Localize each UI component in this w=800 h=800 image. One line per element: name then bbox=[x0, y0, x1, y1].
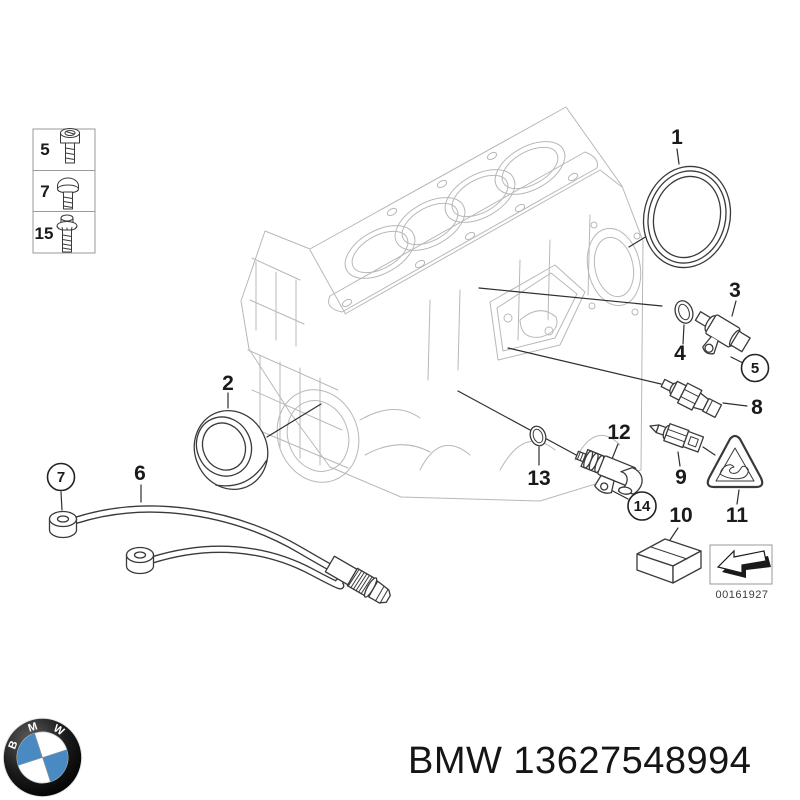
callout-circle-14: 14 bbox=[627, 491, 657, 521]
solenoid-valve-part bbox=[574, 449, 643, 495]
sealing-ring-part bbox=[193, 409, 269, 491]
socket-head-bolt-icon bbox=[60, 128, 80, 164]
sealing-compound-part bbox=[636, 538, 702, 584]
hardware-box-label-15: 15 bbox=[35, 224, 54, 243]
ring-terminal-icon bbox=[125, 546, 155, 575]
logo-letter-b: B bbox=[6, 739, 20, 751]
callout-circle-7: 7 bbox=[46, 462, 76, 492]
o-ring-part bbox=[674, 300, 694, 324]
svg-text:7: 7 bbox=[57, 469, 65, 486]
image-number-stamp: 00161927 bbox=[709, 544, 773, 601]
round-head-screw-icon bbox=[57, 177, 79, 210]
ground-cable-part bbox=[48, 505, 391, 604]
image-number: 00161927 bbox=[716, 589, 769, 601]
cable-end-connector-icon bbox=[324, 555, 391, 604]
crankshaft-seal-part bbox=[642, 165, 732, 269]
ring-terminal-icon bbox=[48, 510, 78, 539]
bmw-roundel-icon: B M W bbox=[2, 717, 83, 798]
hardware-box-label-5: 5 bbox=[40, 140, 49, 159]
hardware-box-label-7: 7 bbox=[40, 182, 49, 201]
svg-text:14: 14 bbox=[634, 498, 651, 515]
roundel-quadrant-blue bbox=[17, 733, 43, 766]
callout-3: 3 bbox=[729, 279, 741, 302]
callout-11: 11 bbox=[726, 504, 749, 527]
callout-2: 2 bbox=[222, 372, 234, 395]
callout-13: 13 bbox=[527, 467, 550, 490]
hardware-box: 5 7 15 bbox=[32, 128, 96, 254]
callout-6: 6 bbox=[134, 462, 146, 485]
part-number-title: BMW 13627548994 bbox=[408, 740, 752, 782]
callout-8: 8 bbox=[751, 396, 763, 419]
callout-10: 10 bbox=[669, 504, 692, 527]
o-ring-small-part bbox=[529, 425, 547, 447]
logo-letter-m: M bbox=[27, 720, 39, 734]
crankshaft-sensor-part bbox=[694, 311, 751, 355]
svg-text:5: 5 bbox=[751, 360, 759, 377]
engine-block-drawing bbox=[240, 106, 644, 502]
stamp-arrow-icon bbox=[716, 549, 767, 574]
collar-stud-icon bbox=[56, 214, 78, 253]
callout-labels: 1 2 3 4 6 8 9 10 11 12 13 5 7 14 bbox=[46, 126, 770, 527]
temperature-sensor-part bbox=[649, 423, 705, 453]
callout-circle-5: 5 bbox=[740, 353, 770, 383]
callout-1: 1 bbox=[671, 126, 683, 149]
callout-9: 9 bbox=[675, 466, 687, 489]
callout-4: 4 bbox=[674, 342, 686, 365]
warning-decal-part bbox=[706, 434, 764, 489]
leader-lines bbox=[60, 148, 748, 547]
roundel-quadrant-blue bbox=[42, 749, 68, 782]
bmw-roundel-logo: B M W bbox=[2, 717, 83, 798]
callout-12: 12 bbox=[607, 421, 630, 444]
oil-pressure-switch-part bbox=[660, 378, 723, 419]
